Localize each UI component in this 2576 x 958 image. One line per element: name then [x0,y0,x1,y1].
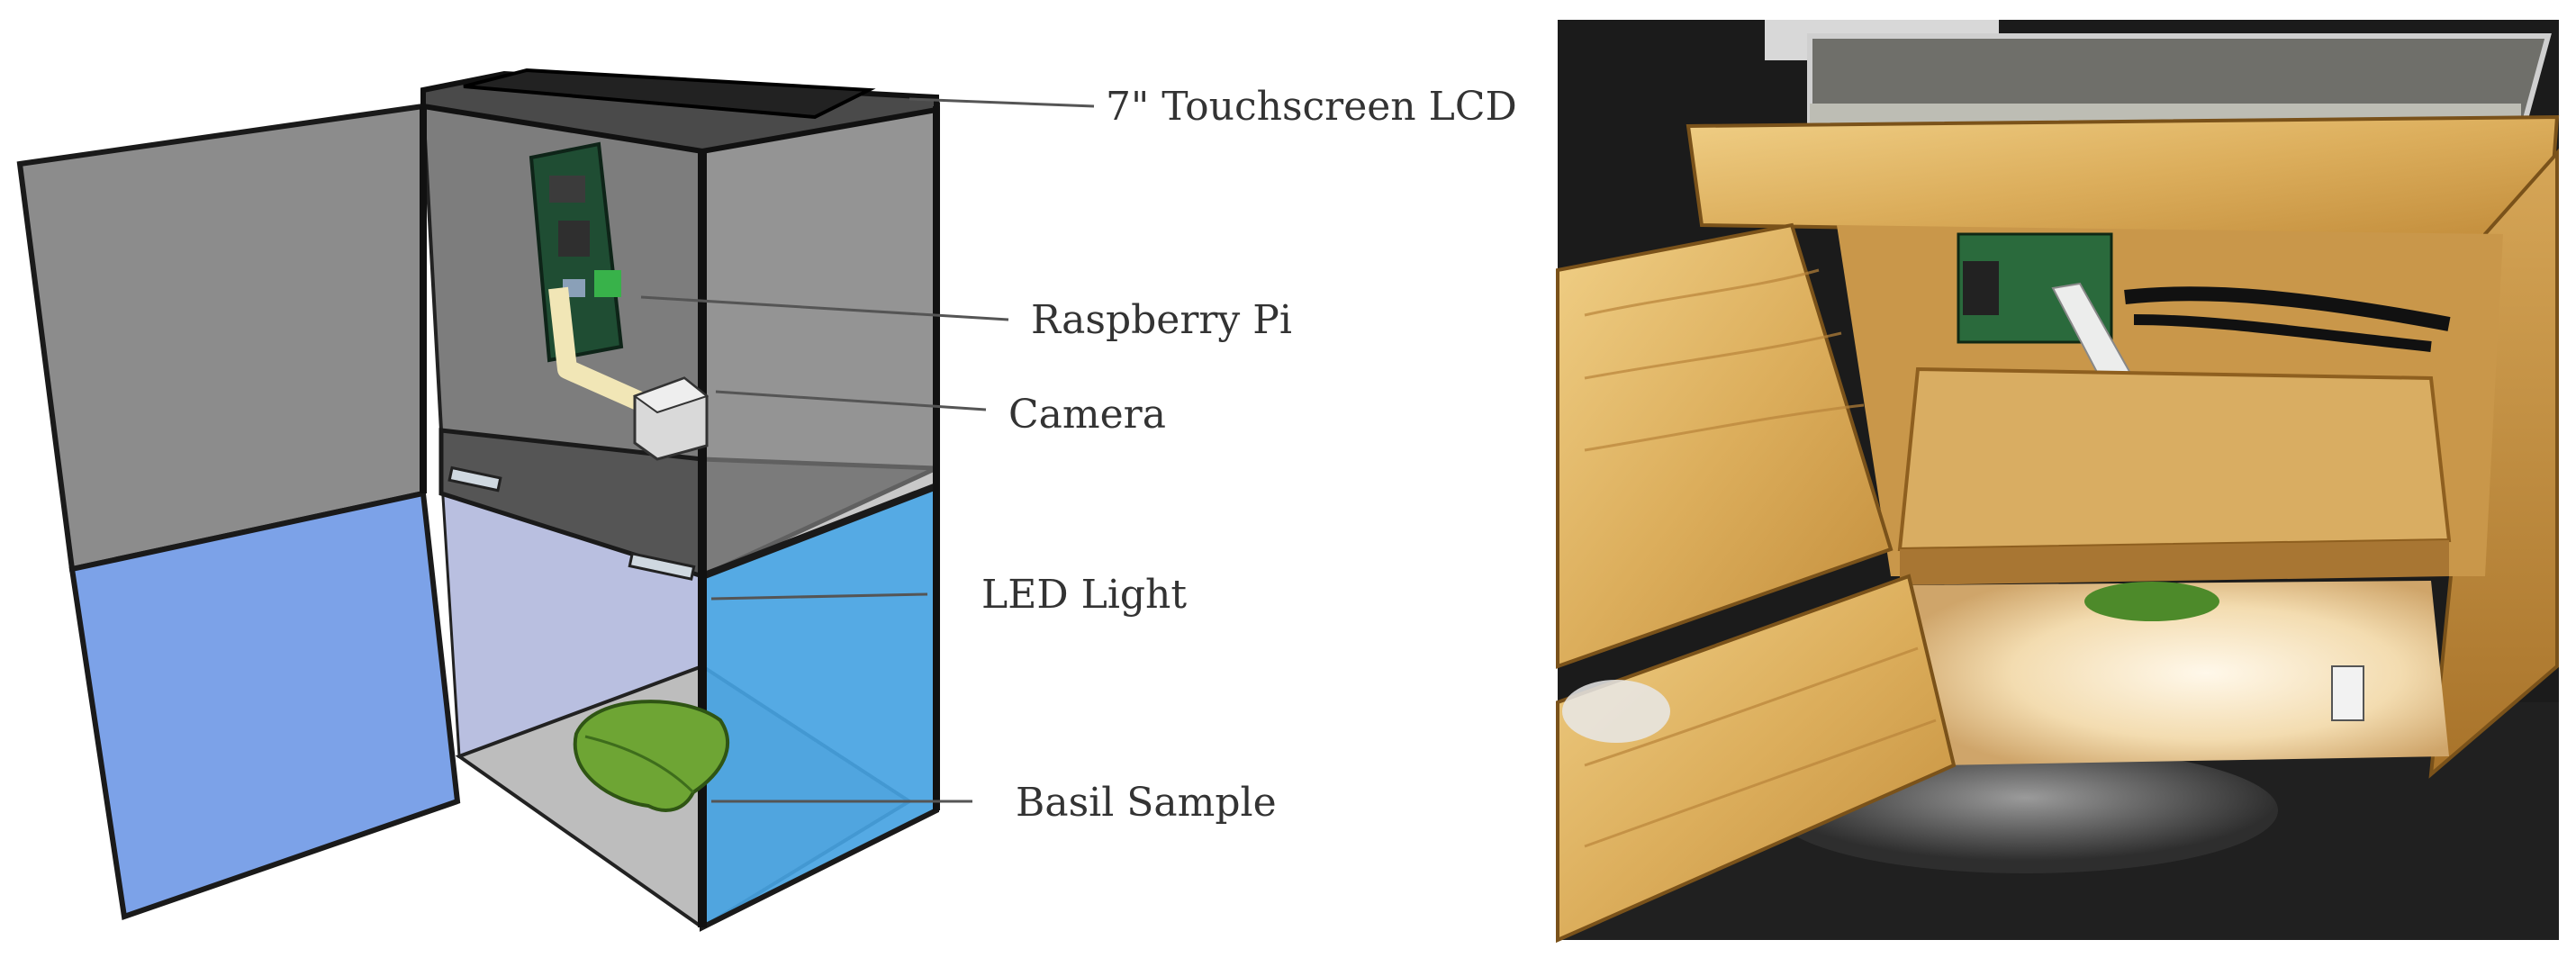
label-touchscreen-lcd: 7" Touchscreen LCD [1106,84,1517,130]
left-door-upper-panel [16,103,426,573]
led-strip-1 [447,465,502,493]
enclosure-schematic [16,68,940,932]
label-raspberry-pi: Raspberry Pi [1031,297,1292,343]
label-basil-sample: Basil Sample [1016,780,1277,826]
left-door-lower-panel [68,490,461,921]
basil-leaf [573,700,730,812]
photo-shelf [1897,366,2452,552]
touchscreen-lcd [463,68,876,120]
leader-lines [640,97,1095,803]
photo-wood-box-top [1686,114,2560,241]
photo-lit-chamber [1909,581,2449,765]
photo-wood-box-right [2428,148,2559,779]
camera-ribbon-cable [548,286,653,415]
photo-left-door-lower [1556,574,1957,944]
label-led-light: LED Light [981,572,1187,618]
enclosure-photo [1556,20,2560,944]
label-camera: Camera [1008,392,1166,438]
photo-left-door-upper [1556,222,1894,669]
camera-module [632,376,710,461]
led-strip-2 [628,552,696,581]
photo-basil-leaf [2084,582,2219,621]
